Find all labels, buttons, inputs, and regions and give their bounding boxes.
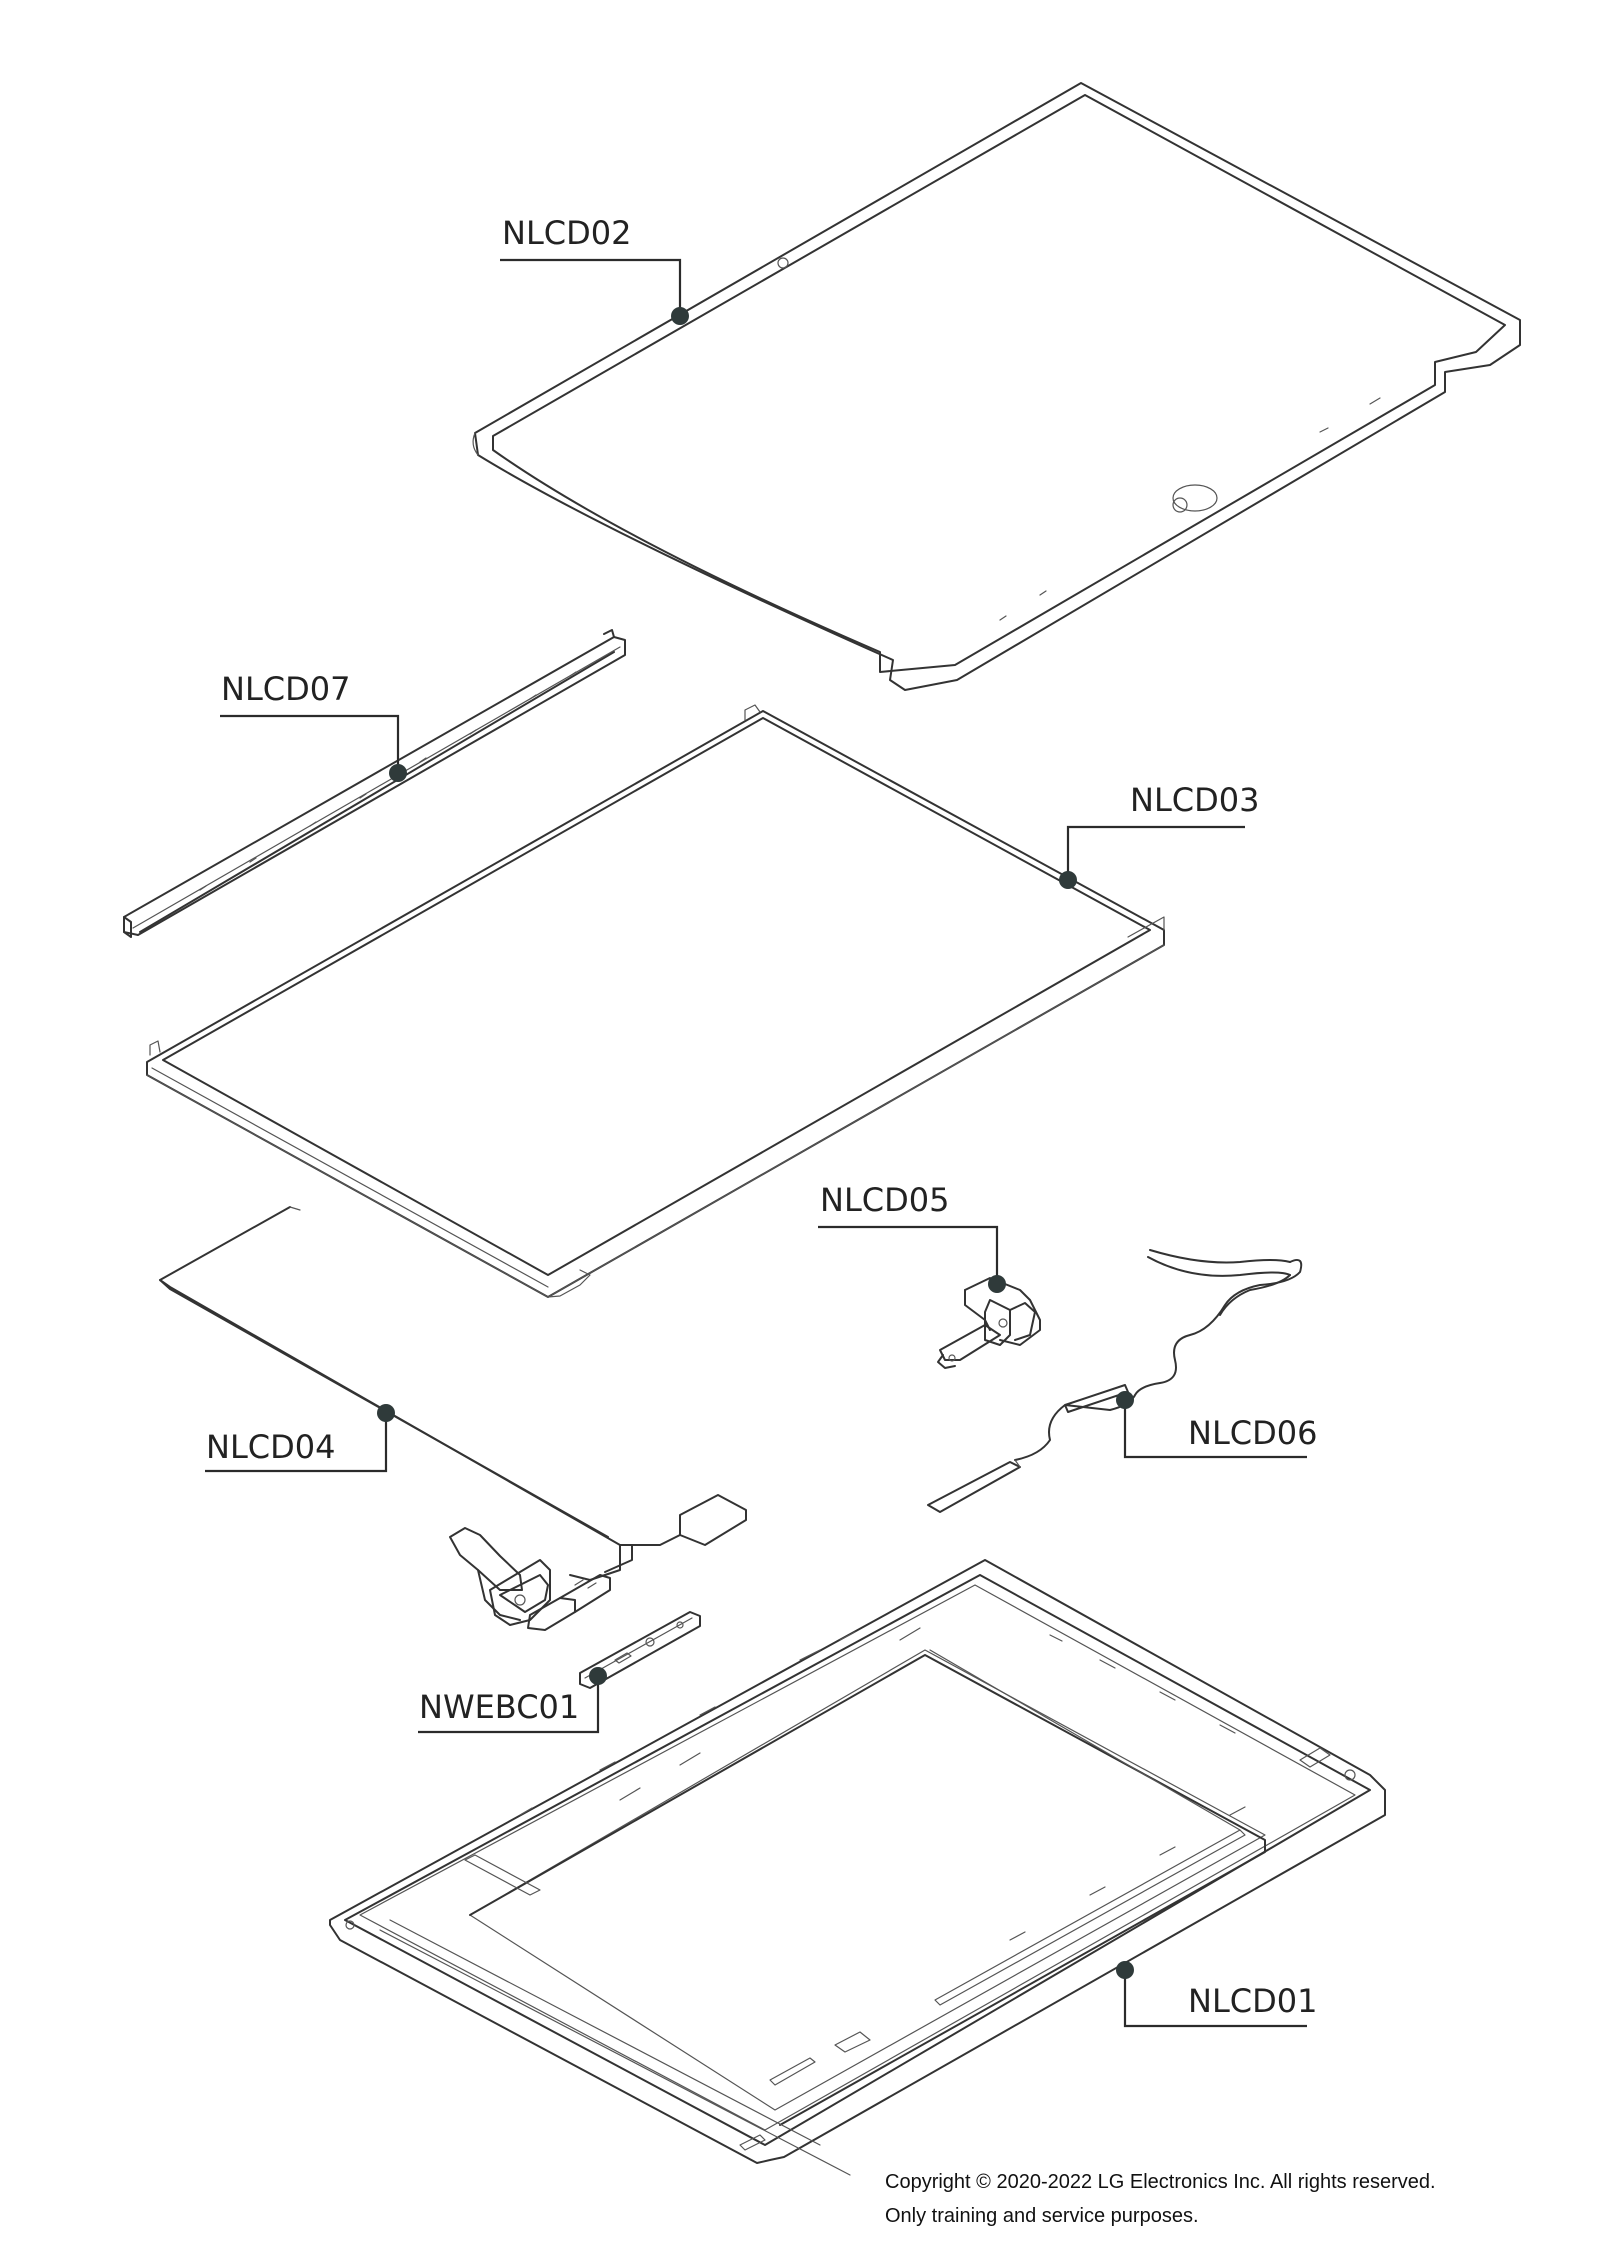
callout-nlcd07: NLCD07	[220, 670, 407, 782]
hinge-nlcd05	[937, 1277, 1041, 1369]
back-cover-nlcd01	[329, 1559, 1386, 2176]
callout-dot	[671, 307, 689, 325]
label-nlcd01: NLCD01	[1188, 1982, 1317, 2020]
callout-dot	[589, 1667, 607, 1685]
callout-nwebc01: NWEBC01	[418, 1667, 607, 1734]
label-nlcd04: NLCD04	[206, 1428, 335, 1466]
antenna-nlcd06	[927, 1249, 1303, 1513]
callout-nlcd03: NLCD03	[1059, 781, 1259, 889]
label-nlcd03: NLCD03	[1130, 781, 1259, 819]
label-nlcd05: NLCD05	[820, 1181, 949, 1219]
label-nwebc01: NWEBC01	[419, 1688, 579, 1726]
cable-nlcd04	[159, 1206, 747, 1581]
callout-nlcd05: NLCD05	[818, 1181, 1006, 1293]
copyright-footer: Copyright © 2020-2022 LG Electronics Inc…	[885, 2171, 1436, 2227]
lg-logo	[1172, 484, 1218, 513]
copyright-line-2: Only training and service purposes.	[885, 2205, 1199, 2227]
callout-nlcd01: NLCD01	[1116, 1961, 1317, 2028]
callout-nlcd06: NLCD06	[1116, 1391, 1317, 1459]
callout-dot	[1116, 1391, 1134, 1409]
callout-dot	[988, 1275, 1006, 1293]
lcd-panel-nlcd03	[146, 704, 1165, 1298]
hinge-left	[449, 1527, 611, 1631]
callout-dot	[377, 1404, 395, 1422]
copyright-line-1: Copyright © 2020-2022 LG Electronics Inc…	[885, 2171, 1436, 2193]
bezel-nlcd02	[472, 82, 1521, 691]
label-nlcd06: NLCD06	[1188, 1414, 1317, 1452]
callout-dot	[389, 764, 407, 782]
callout-dot	[1059, 871, 1077, 889]
callout-nlcd02: NLCD02	[500, 214, 689, 325]
strip-nlcd07	[123, 629, 626, 938]
callout-nlcd04: NLCD04	[205, 1404, 395, 1473]
label-nlcd02: NLCD02	[502, 214, 631, 252]
callout-dot	[1116, 1961, 1134, 1979]
label-nlcd07: NLCD07	[221, 670, 350, 708]
